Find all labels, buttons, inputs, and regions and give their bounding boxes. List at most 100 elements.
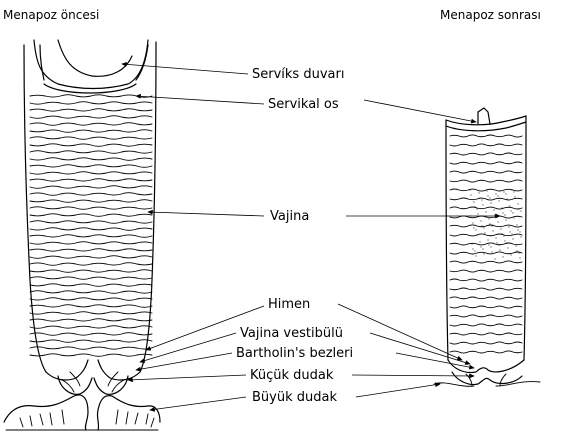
rugae-fold <box>30 214 152 216</box>
stipple-dot <box>473 227 474 228</box>
cervix-left-inner-line <box>40 45 44 80</box>
label-labia-majora: Büyük dudak <box>252 390 337 405</box>
stipple-dot <box>517 229 518 230</box>
rugae-fold <box>30 340 152 343</box>
stipple-dot <box>494 258 495 259</box>
rugae-fold <box>30 263 152 266</box>
cervix-body <box>34 40 148 89</box>
rugae-fold <box>450 342 522 344</box>
rugae-fold <box>450 153 522 155</box>
atrophy-stipple <box>469 189 521 259</box>
rugae-fold <box>30 291 152 294</box>
rugae-fold <box>450 135 522 137</box>
rugae-fold <box>450 207 522 209</box>
rugae-fold <box>30 305 152 308</box>
rugae-fold <box>30 109 152 111</box>
stipple-dot <box>479 197 480 198</box>
rugae-fold <box>450 171 522 173</box>
rugae-fold <box>450 261 522 263</box>
rugae-fold <box>30 242 152 244</box>
rugae-fold <box>30 95 152 98</box>
rugae-fold <box>30 319 152 321</box>
stipple-dot <box>512 212 513 213</box>
cervix-left-line <box>24 45 46 372</box>
stipple-dot <box>509 205 510 206</box>
stipple-dot <box>479 241 480 242</box>
stipple-dot <box>483 227 484 228</box>
stipple-dot <box>498 244 499 245</box>
rugae-fold <box>30 298 152 301</box>
rugae-fold <box>450 306 522 308</box>
rugae-fold <box>450 333 522 335</box>
rugae-fold <box>450 180 522 182</box>
stipple-dot <box>469 189 470 190</box>
rugae-fold <box>450 243 522 245</box>
postmenopause-drawing <box>434 108 540 386</box>
stipple-dot <box>497 195 498 196</box>
rugae-fold <box>30 179 152 181</box>
stipple-dot <box>506 242 507 243</box>
rugae-fold <box>450 288 522 290</box>
rugae-fold <box>450 162 522 164</box>
label-hymen: Himen <box>268 297 310 312</box>
rugae-fold <box>450 270 522 272</box>
rugae-fold <box>450 252 522 254</box>
rugae-fold <box>30 116 152 119</box>
rugae-fold <box>30 123 152 126</box>
label-cervical-os: Servikal os <box>268 97 339 112</box>
stipple-dot <box>498 200 499 201</box>
stipple-dot <box>520 236 521 237</box>
stipple-dot <box>480 246 481 247</box>
labia-majora <box>4 395 160 430</box>
stipple-dot <box>472 248 473 249</box>
rugae-fold <box>30 144 152 146</box>
stipple-dot <box>494 214 495 215</box>
stipple-dot <box>475 255 476 256</box>
rugae-fold <box>30 137 152 139</box>
rugae-fold <box>30 186 152 189</box>
stipple-dot <box>492 230 493 231</box>
stipple-dot <box>474 206 475 207</box>
rugae-fold <box>30 326 152 329</box>
stipple-dot <box>502 212 503 213</box>
stipple-dot <box>507 247 508 248</box>
stipple-dot <box>510 254 511 255</box>
stipple-dot <box>505 219 506 220</box>
rugae-fold <box>30 151 152 154</box>
stipple-dot <box>504 240 505 241</box>
stipple-dot <box>509 231 510 232</box>
rugae-fold <box>30 228 152 231</box>
rugae-fold <box>30 277 152 279</box>
stipple-dot <box>511 233 512 234</box>
stipple-dot <box>490 202 491 203</box>
stipple-dot <box>491 225 492 226</box>
stipple-dot <box>501 233 502 234</box>
stipple-dot <box>520 210 521 211</box>
stipple-dot <box>488 244 489 245</box>
stipple-dot <box>493 209 494 210</box>
stipple-dot <box>476 234 477 235</box>
stipple-dot <box>504 214 505 215</box>
stipple-dot <box>514 196 515 197</box>
stipple-dot <box>497 221 498 222</box>
stipple-dot <box>499 249 500 250</box>
stipple-dot <box>496 242 497 243</box>
rugae-fold <box>30 102 152 104</box>
label-cervix-wall: Servíks duvarı <box>252 67 344 82</box>
stipple-dot <box>513 217 514 218</box>
stipple-dot <box>475 229 476 230</box>
stipple-dot <box>502 256 503 257</box>
stipple-dot <box>496 216 497 217</box>
rugae-fold <box>30 347 152 349</box>
stipple-dot <box>485 211 486 212</box>
vestibule-right <box>98 360 140 380</box>
stipple-dot <box>503 191 504 192</box>
stipple-dot <box>487 239 488 240</box>
stipple-dot <box>513 191 514 192</box>
rugae-fold <box>30 200 152 203</box>
cervix-cap <box>58 40 132 76</box>
stipple-dot <box>510 210 511 211</box>
stipple-dot <box>489 197 490 198</box>
stipple-dot <box>472 222 473 223</box>
